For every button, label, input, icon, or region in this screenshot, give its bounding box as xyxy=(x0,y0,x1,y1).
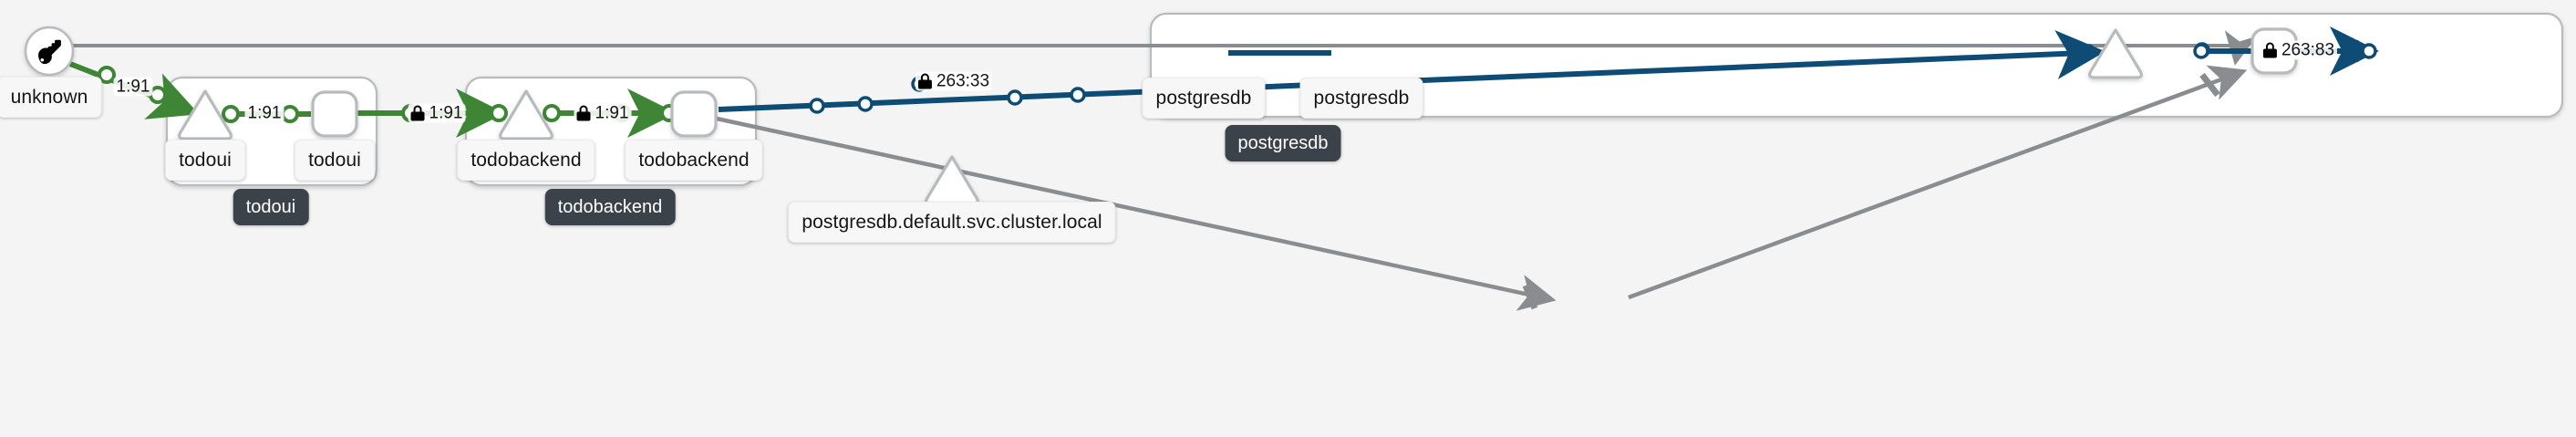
node-workload-todoui[interactable] xyxy=(311,90,358,138)
edge-rate-text: 1:91 xyxy=(595,103,629,123)
lock-icon xyxy=(410,105,425,121)
node-service-postgresdb[interactable] xyxy=(2088,28,2143,79)
node-label-service-postgresdb-external: postgresdb.default.svc.cluster.local xyxy=(788,202,1116,243)
edge-dot xyxy=(2193,43,2209,59)
namespace-badge-todoui[interactable]: todoui xyxy=(233,189,309,225)
node-label-unknown: unknown xyxy=(0,77,102,118)
edge-dot xyxy=(2361,43,2377,59)
node-label-workload-todoui: todoui xyxy=(295,140,375,181)
edge-dot xyxy=(222,105,240,123)
edge-dot xyxy=(281,105,299,123)
edge-label-todobackend-service-workload[interactable]: 1:91 xyxy=(574,103,632,123)
key-icon xyxy=(38,39,61,65)
edge-rate-text: 1:91 xyxy=(116,77,150,97)
edge-dot xyxy=(809,98,825,114)
edge-dot xyxy=(98,66,116,84)
edge-rate-text: 263:83 xyxy=(2281,40,2335,60)
node-workload-todobackend[interactable] xyxy=(670,90,718,138)
edge-dot xyxy=(857,96,874,112)
node-label-service-postgresdb: postgresdb xyxy=(1142,78,1266,119)
node-service-todoui[interactable] xyxy=(178,89,233,140)
edge-rate-text: 1:91 xyxy=(247,103,282,123)
edge-label-postgresdb-service-workload[interactable]: 263:83 xyxy=(2260,40,2338,60)
edge-dot xyxy=(1070,87,1086,103)
lock-icon xyxy=(576,105,591,121)
node-label-service-todoui: todoui xyxy=(165,140,245,181)
edge-dot xyxy=(1007,89,1023,106)
edge-label-todoui-todobackend[interactable]: 1:91 xyxy=(408,103,466,123)
edge-dot xyxy=(543,104,561,122)
node-label-workload-todobackend: todobackend xyxy=(625,140,763,181)
edge-pgexternal-postgresdb-idle[interactable] xyxy=(1628,65,2248,300)
namespace-badge-todobackend[interactable]: todobackend xyxy=(544,189,676,225)
namespace-badge-postgresdb[interactable]: postgresdb xyxy=(1225,125,1341,161)
edge-label-todobackend-postgresdb[interactable]: 263:33 xyxy=(915,71,993,91)
edge-label-unknown-todoui[interactable]: 1:91 xyxy=(113,77,153,97)
edge-todobackend-pgexternal-idle[interactable] xyxy=(716,116,1557,311)
edge-dot xyxy=(490,104,508,122)
edge-label-todoui-service-workload[interactable]: 1:91 xyxy=(244,103,284,123)
edge-slash-marker-2 xyxy=(2199,72,2220,98)
node-service-todobackend[interactable] xyxy=(499,89,553,140)
lock-icon xyxy=(2262,42,2277,58)
edge-rate-text: 263:33 xyxy=(936,71,990,91)
edge-rate-text: 1:91 xyxy=(429,103,463,123)
edge-slash-marker-1 xyxy=(1522,284,1538,310)
lock-icon xyxy=(917,73,932,89)
node-label-service-todobackend: todobackend xyxy=(457,140,595,181)
node-unknown[interactable] xyxy=(24,26,75,77)
node-label-workload-postgresdb: postgresdb xyxy=(1299,78,1423,119)
